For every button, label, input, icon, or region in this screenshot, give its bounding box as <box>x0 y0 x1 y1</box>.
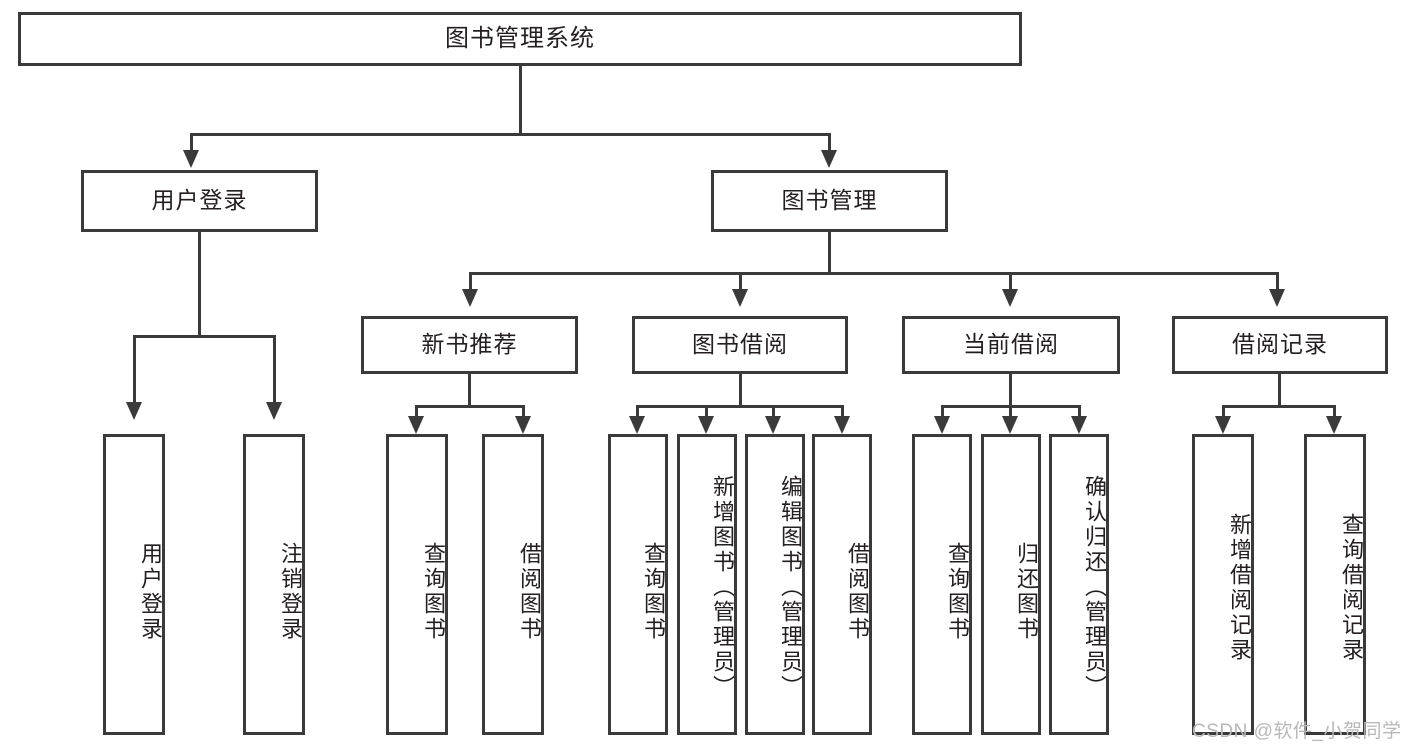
connector-bb-drop-3 <box>772 405 775 420</box>
node-root-system[interactable]: 图书管理系统 <box>18 12 1022 66</box>
node-leaf-query-book-2[interactable]: 查询图书 <box>608 434 668 735</box>
connector-current-borrow-stem <box>1009 374 1012 408</box>
node-book-management[interactable]: 图书管理 <box>711 170 948 232</box>
node-leaf-query-book-3[interactable]: 查询图书 <box>912 434 972 735</box>
node-leaf-query-book-1[interactable]: 查询图书 <box>386 434 448 735</box>
node-leaf-edit-book[interactable]: 编辑图书（管理员） <box>745 434 805 735</box>
node-new-book-recommend[interactable]: 新书推荐 <box>361 316 578 374</box>
connector-root-drop-user-login <box>190 133 193 155</box>
connector-new-book-bus <box>415 405 525 408</box>
connector-root-bus <box>190 133 831 136</box>
connector-new-book-drop-1 <box>415 405 418 420</box>
connector-root-drop-book-management <box>828 133 831 155</box>
arrow-head-leaf-confirm-return <box>1071 416 1087 434</box>
connector-bm-drop-borrow-record <box>1276 272 1279 294</box>
connector-br-drop-2 <box>1333 405 1336 420</box>
connector-book-borrow-bus <box>636 405 844 408</box>
connector-new-book-drop-2 <box>522 405 525 420</box>
connector-borrow-record-stem <box>1278 374 1281 408</box>
connector-bb-drop-2 <box>705 405 708 420</box>
arrow-head-book-borrow <box>732 289 748 307</box>
node-leaf-borrow-book-1[interactable]: 借阅图书 <box>482 434 544 735</box>
arrow-head-leaf-query-book-2 <box>629 416 645 434</box>
arrow-head-new-book-recommend <box>462 289 478 307</box>
node-current-borrow[interactable]: 当前借阅 <box>902 316 1120 374</box>
node-borrow-record[interactable]: 借阅记录 <box>1172 316 1388 374</box>
arrow-head-book-management <box>821 150 837 168</box>
arrow-head-leaf-query-book-1 <box>408 416 424 434</box>
connector-cb-drop-3 <box>1078 405 1081 420</box>
arrow-head-leaf-add-record <box>1215 416 1231 434</box>
connector-br-drop-1 <box>1222 405 1225 420</box>
arrow-head-leaf-borrow-book-1 <box>515 416 531 434</box>
node-user-login[interactable]: 用户登录 <box>81 170 318 232</box>
connector-bm-drop-current-borrow <box>1009 272 1012 294</box>
node-leaf-confirm-return[interactable]: 确认归还（管理员） <box>1049 434 1109 735</box>
arrow-head-leaf-user-login <box>126 402 142 420</box>
connector-book-borrow-stem <box>739 374 742 408</box>
connector-root-stem <box>519 66 522 133</box>
connector-book-management-stem <box>828 232 831 275</box>
arrow-head-user-login <box>183 150 199 168</box>
watermark-text: CSDN @软件_小贺同学 <box>1192 721 1402 742</box>
connector-cb-drop-2 <box>1009 405 1012 420</box>
connector-user-login-bus <box>133 335 276 338</box>
connector-bm-drop-new-book <box>469 272 472 294</box>
arrow-head-leaf-edit-book <box>765 416 781 434</box>
arrow-head-leaf-query-record <box>1326 416 1342 434</box>
connector-bb-drop-1 <box>636 405 639 420</box>
connector-bb-drop-4 <box>841 405 844 420</box>
node-leaf-add-record[interactable]: 新增借阅记录 <box>1192 434 1254 735</box>
arrow-head-leaf-query-book-3 <box>934 416 950 434</box>
node-leaf-user-logout[interactable]: 注销登录 <box>243 434 305 735</box>
connector-new-book-stem <box>468 374 471 408</box>
node-leaf-borrow-book-2[interactable]: 借阅图书 <box>812 434 872 735</box>
connector-bm-drop-book-borrow <box>739 272 742 294</box>
connector-book-management-bus <box>469 272 1279 275</box>
arrow-head-leaf-add-book <box>698 416 714 434</box>
node-leaf-add-book[interactable]: 新增图书（管理员） <box>677 434 737 735</box>
connector-user-login-drop-1 <box>133 335 136 407</box>
arrow-head-leaf-user-logout <box>266 402 282 420</box>
node-leaf-query-record[interactable]: 查询借阅记录 <box>1304 434 1366 735</box>
arrow-head-leaf-return-book <box>1002 416 1018 434</box>
arrow-head-current-borrow <box>1002 289 1018 307</box>
connector-user-login-stem <box>198 232 201 338</box>
arrow-head-leaf-borrow-book-2 <box>834 416 850 434</box>
node-book-borrow[interactable]: 图书借阅 <box>632 316 848 374</box>
node-leaf-user-login[interactable]: 用户登录 <box>103 434 165 735</box>
connector-user-login-drop-2 <box>273 335 276 407</box>
arrow-head-borrow-record <box>1269 289 1285 307</box>
connector-cb-drop-1 <box>941 405 944 420</box>
node-leaf-return-book[interactable]: 归还图书 <box>981 434 1041 735</box>
connector-borrow-record-bus <box>1222 405 1336 408</box>
